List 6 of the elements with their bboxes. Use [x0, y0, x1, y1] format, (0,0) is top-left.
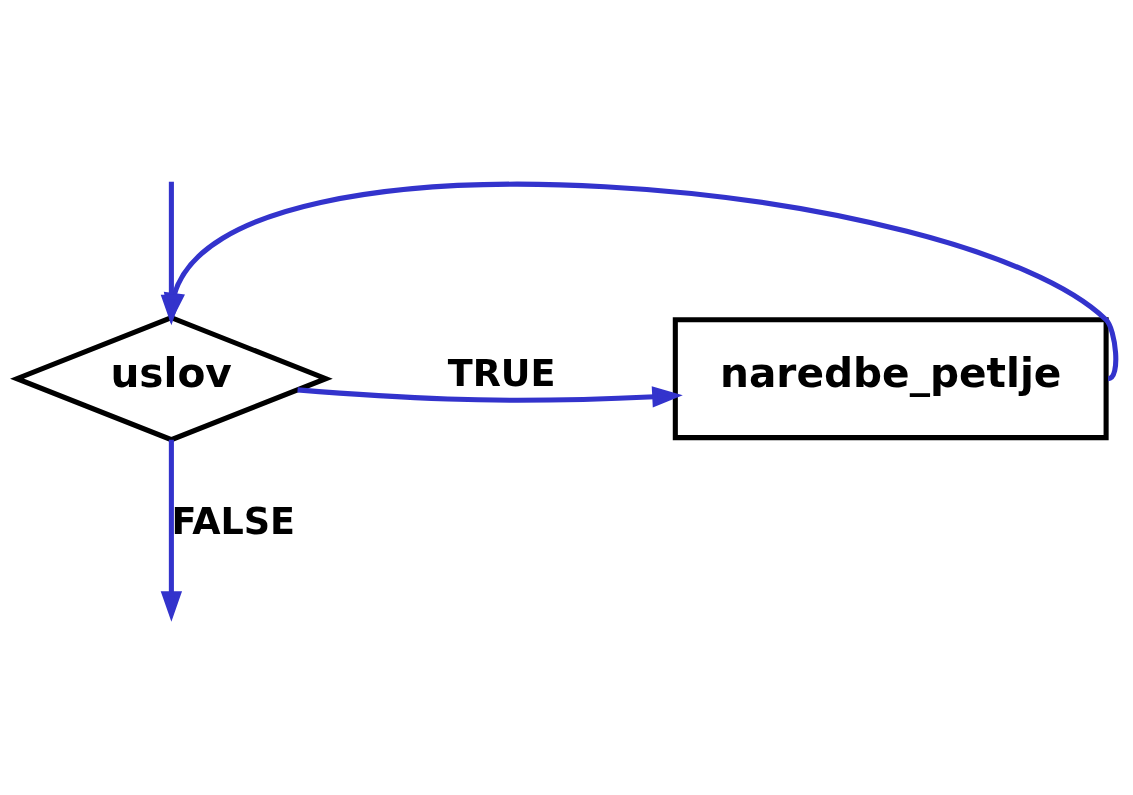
- edge-label: TRUE: [447, 351, 556, 395]
- edge-label: FALSE: [171, 499, 296, 543]
- node-diamond: uslov: [10, 314, 333, 442]
- arrow: [160, 439, 183, 622]
- arrow: [297, 385, 683, 407]
- node-box: naredbe_petlje: [672, 316, 1109, 440]
